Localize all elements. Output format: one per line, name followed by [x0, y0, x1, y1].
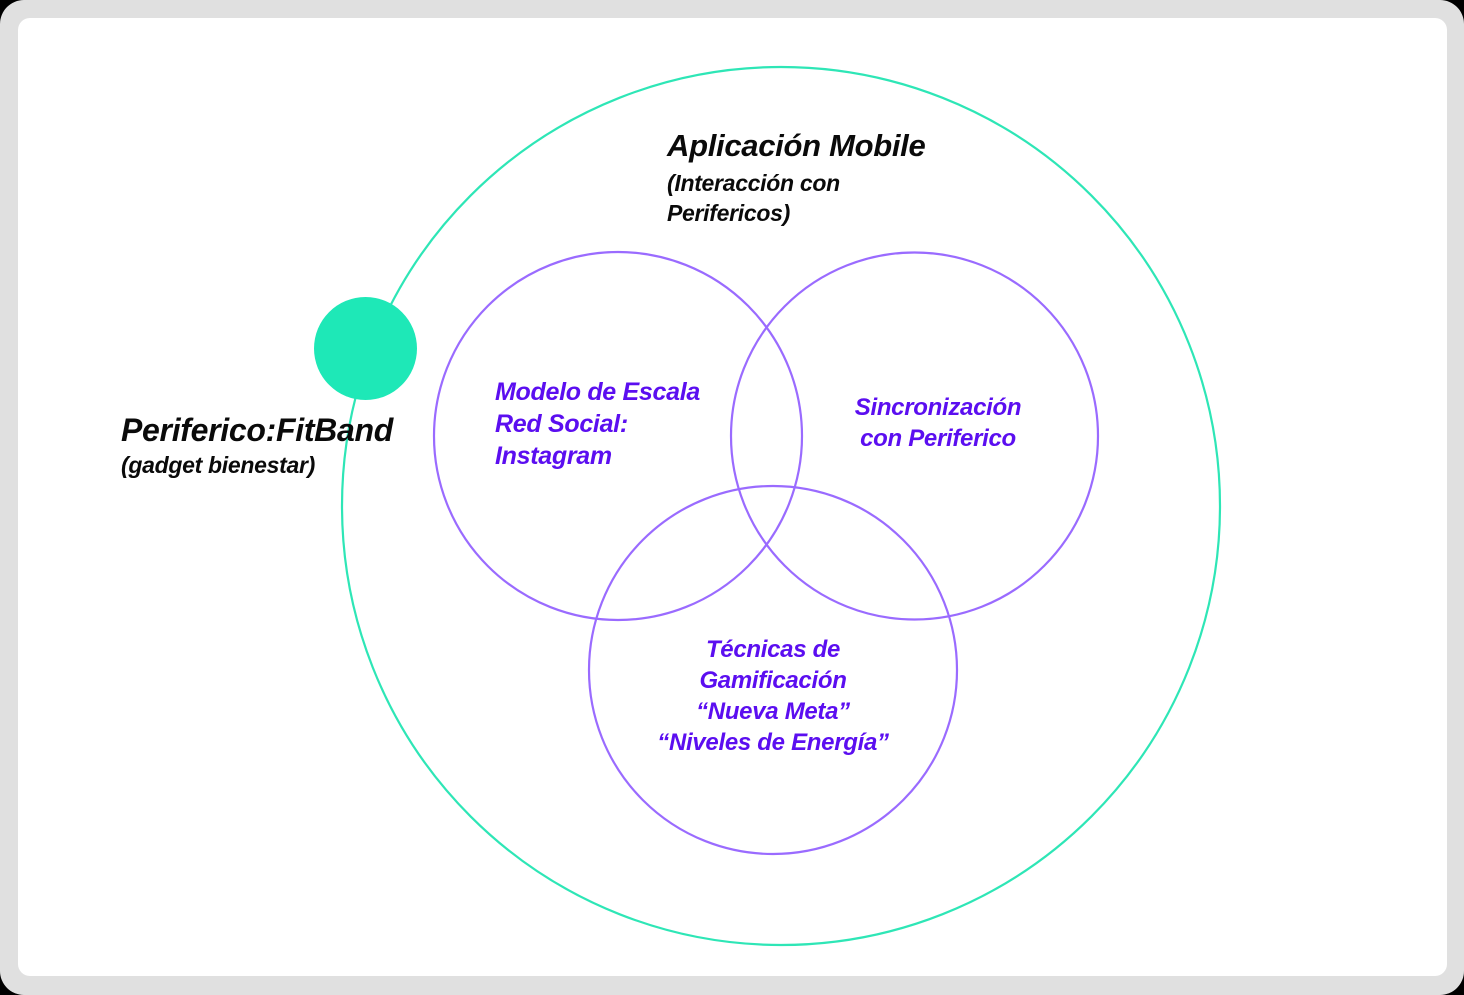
venn-social-line-3: Instagram — [495, 442, 612, 470]
diagram-canvas: Aplicación Mobile (Interacción con Perif… — [18, 18, 1447, 976]
app-mobile-label: Aplicación Mobile (Interacción con Perif… — [667, 126, 926, 228]
app-mobile-subtitle-1: (Interacción con — [667, 170, 840, 196]
venn-circle-gamification — [587, 484, 959, 856]
peripheral-dot — [314, 297, 417, 400]
app-mobile-title: Aplicación Mobile — [667, 128, 926, 163]
venn-gamification-line-3: “Nueva Meta” — [696, 698, 850, 725]
venn-gamification-line-1: Técnicas de — [705, 636, 841, 663]
venn-label-sync: Sincronización con Periferico — [838, 392, 1038, 454]
venn-sync-line-1: Sincronización — [854, 394, 1022, 421]
venn-label-gamification: Técnicas de Gamificación “Nueva Meta” “N… — [638, 634, 908, 758]
venn-gamification-line-4: “Niveles de Energía” — [657, 729, 889, 756]
venn-circle-social — [432, 250, 804, 622]
venn-circle-sync — [729, 251, 1100, 621]
peripheral-title: Periferico:FitBand — [121, 412, 393, 448]
venn-social-line-2: Red Social: — [495, 410, 628, 438]
venn-label-social: Modelo de Escala Red Social: Instagram — [495, 376, 700, 472]
venn-sync-line-2: con Periferico — [860, 425, 1016, 452]
peripheral-label: Periferico:FitBand (gadget bienestar) — [121, 410, 393, 480]
peripheral-subtitle: (gadget bienestar) — [121, 452, 315, 478]
venn-social-line-1: Modelo de Escala — [495, 378, 700, 406]
diagram-shapes — [314, 65, 1222, 947]
venn-gamification-line-2: Gamificación — [699, 667, 847, 694]
app-mobile-subtitle-2: Perifericos) — [667, 200, 790, 226]
app-mobile-circle — [340, 65, 1222, 947]
